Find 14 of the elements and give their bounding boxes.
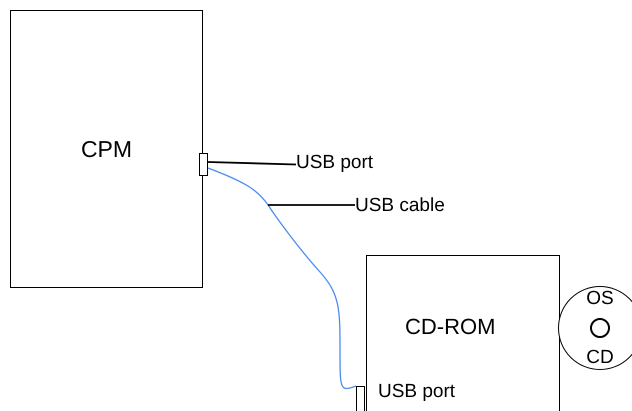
device-label: CD-ROM: [405, 316, 496, 338]
device-box: [366, 255, 560, 411]
callout-label: USB cable: [355, 193, 445, 217]
cable-line: [208, 167, 356, 390]
disc-label: OS: [586, 289, 614, 308]
port-connector: [199, 153, 208, 176]
port-label: USB port: [378, 382, 456, 401]
device-box: [10, 10, 203, 288]
port-connector: [356, 386, 365, 411]
callout-label: USB port: [296, 150, 374, 174]
disc-label: CD: [586, 348, 614, 367]
leader-line: [208, 161, 296, 166]
device-label: CPM: [80, 138, 132, 160]
leader-line: [268, 204, 355, 206]
